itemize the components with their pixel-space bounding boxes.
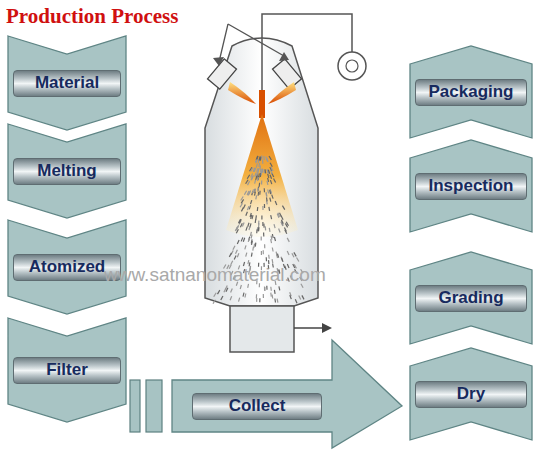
step-label: Inspection <box>428 176 513 196</box>
flow-block <box>146 380 162 432</box>
metal-band: Inspection <box>415 173 527 200</box>
step-label: Dry <box>457 384 485 404</box>
molten-stream <box>259 90 265 118</box>
collect-arrow: Collect <box>172 338 402 450</box>
process-chevron: Dry <box>410 348 532 440</box>
metal-band: Packaging <box>415 79 527 106</box>
step-label: Melting <box>37 161 97 181</box>
outlet-pipe <box>294 327 322 329</box>
process-chevron: Material <box>8 36 126 130</box>
metal-band: Collect <box>192 393 322 420</box>
step-label: Collect <box>229 396 286 416</box>
step-label: Packaging <box>428 82 513 102</box>
process-chevron: Grading <box>410 252 532 344</box>
process-chevron: Filter <box>8 318 126 422</box>
metal-band: Filter <box>13 357 121 384</box>
metal-band: Melting <box>13 158 121 185</box>
spray-cone <box>226 114 298 237</box>
step-label: Atomized <box>29 257 106 277</box>
process-chevron: Melting <box>8 124 126 218</box>
gas-arrow <box>213 52 289 66</box>
flame <box>268 82 296 104</box>
flame <box>228 82 256 104</box>
nozzle <box>273 59 302 89</box>
step-label: Filter <box>46 360 88 380</box>
watermark: www.satnanomaterial.com <box>104 264 326 286</box>
step-label: Grading <box>438 288 503 308</box>
spool-hub <box>346 60 358 72</box>
process-chevron: Packaging <box>410 46 532 138</box>
flow-block <box>130 380 140 432</box>
process-chevron: Inspection <box>410 140 532 232</box>
metal-band: Grading <box>415 285 527 312</box>
collector <box>230 306 294 352</box>
metal-band: Dry <box>415 381 527 408</box>
step-label: Material <box>35 73 99 93</box>
metal-band: Material <box>13 70 121 97</box>
wire <box>262 14 352 90</box>
outlet-arrow <box>322 323 332 333</box>
diagram-title: Production Process <box>6 4 178 29</box>
gas-line <box>219 24 284 62</box>
wire-spool <box>338 52 366 80</box>
